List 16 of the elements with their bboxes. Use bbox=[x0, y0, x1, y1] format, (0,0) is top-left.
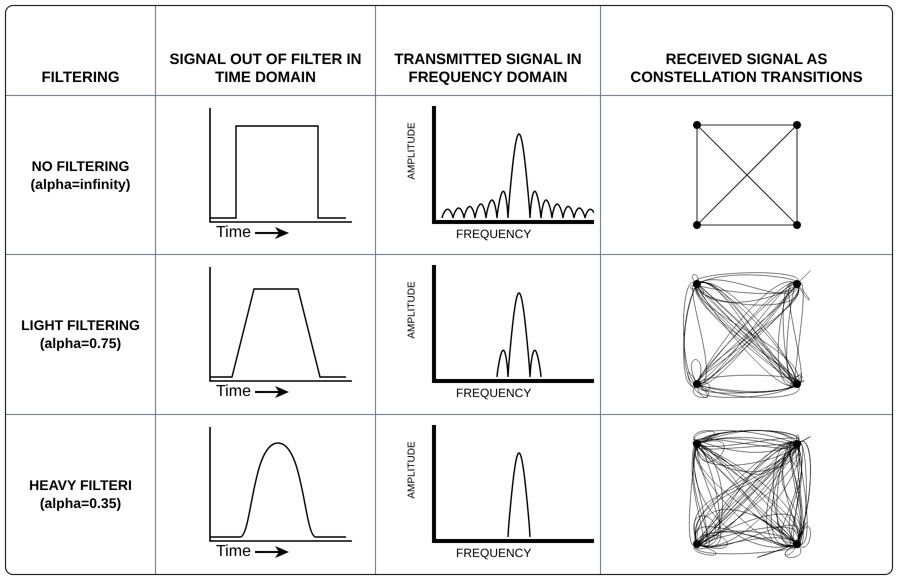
column-header: TRANSMITTED SIGNAL IN FREQUENCY DOMAIN bbox=[393, 51, 583, 87]
row-header: NO FILTERING (alpha=infinity) bbox=[30, 157, 132, 194]
column-header: SIGNAL OUT OF FILTER IN TIME DOMAIN bbox=[168, 51, 362, 87]
axis-label: AMPLITUDE bbox=[407, 122, 419, 180]
row-header: HEAVY FILTERI (alpha=0.35) bbox=[28, 476, 133, 512]
axis-label: FREQUENCY bbox=[456, 227, 532, 241]
axis-label: Time bbox=[216, 542, 251, 561]
axis-label: Time bbox=[216, 383, 251, 402]
axis-label: FREQUENCY bbox=[456, 386, 532, 400]
axis-label: FREQUENCY bbox=[456, 546, 532, 560]
axis-label: AMPLITUDE bbox=[407, 282, 419, 339]
row-header: LIGHT FILTERING (alpha=0.75) bbox=[20, 316, 141, 352]
axis-label: Time bbox=[216, 224, 251, 242]
column-header: RECEIVED SIGNAL AS CONSTELLATION TRANSITIONS bbox=[629, 51, 864, 87]
column-header: FILTERING bbox=[41, 69, 120, 87]
axis-label: AMPLITUDE bbox=[407, 441, 419, 498]
